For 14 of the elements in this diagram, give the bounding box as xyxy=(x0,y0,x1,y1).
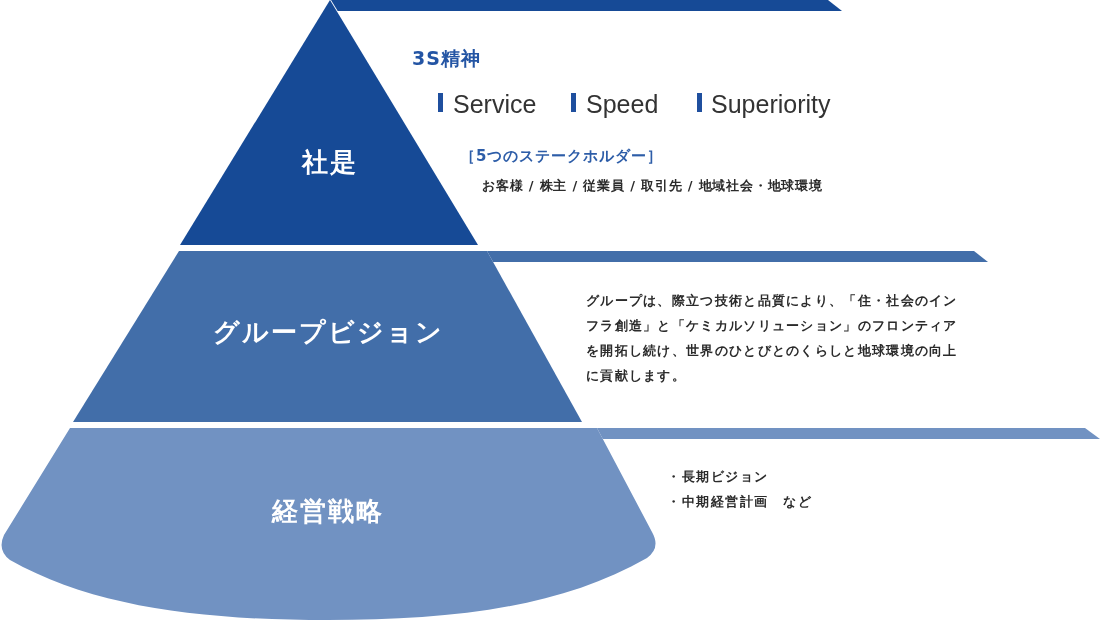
tier-title: 社是 xyxy=(302,147,358,179)
stakeholder-list: お客様 / 株主 / 従業員 / 取引先 / 地域社会・地球環境 xyxy=(482,177,823,195)
subheading: ［5つのステークホルダー］ xyxy=(460,146,664,166)
section-heading: 3S精神 xyxy=(412,47,481,70)
vision-statement: グループは、際立つ技術と品質により、「住・社会のインフラ創造」と「ケミカルソリューション」のフロンティアを開拓し続け、世界のひとびとのくらしと地球環境の向上に貢献します。 xyxy=(586,292,958,385)
bullet-item: ・長期ビジョン xyxy=(667,468,769,486)
value-term: Superiority xyxy=(711,89,831,119)
value-term: Speed xyxy=(586,89,659,119)
pyramid-tier xyxy=(0,428,657,621)
tier-title: グループビジョン xyxy=(212,317,444,349)
tier-title: 経営戦略 xyxy=(272,496,384,528)
pyramid-tier xyxy=(73,251,582,422)
value-term: Service xyxy=(453,89,537,119)
bullet-item: ・中期経営計画 など xyxy=(667,493,812,511)
